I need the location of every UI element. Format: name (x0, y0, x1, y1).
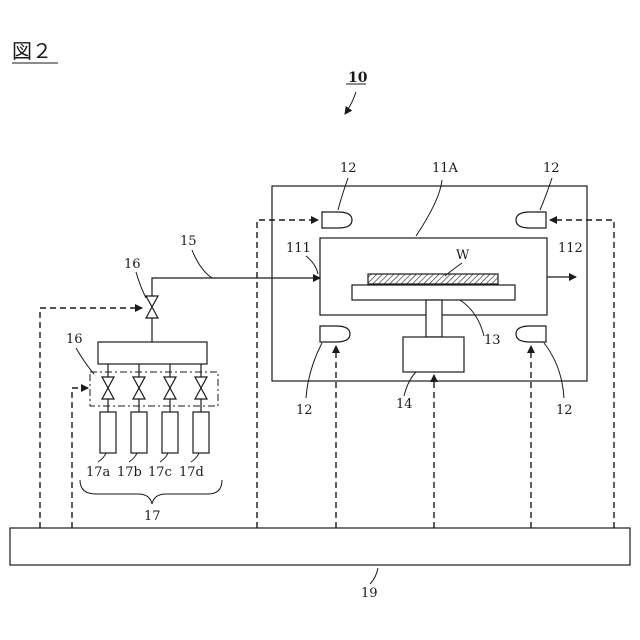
main-valve-leader (136, 272, 146, 298)
controller-label: 19 (361, 586, 378, 601)
stage-shaft (426, 300, 442, 337)
supply-line-c (162, 364, 178, 453)
inlet-label: 111 (286, 241, 311, 256)
valve-a (102, 377, 114, 399)
heater-label-bottom-left: 12 (296, 403, 313, 418)
cylinder-b-leader (129, 453, 137, 462)
heater-label-top-right: 12 (543, 161, 560, 176)
stage (352, 285, 515, 300)
heater-top-right (516, 212, 546, 228)
gas-line-label: 15 (180, 234, 197, 249)
valve-group-leader (76, 348, 94, 374)
gas-supply-label: 17 (144, 509, 161, 524)
cylinder-b-label: 17b (117, 465, 142, 480)
heater-leader-top-left (338, 178, 348, 210)
cylinder-a-label: 17a (86, 465, 111, 480)
main-valve (146, 296, 158, 318)
valve-d (195, 377, 207, 399)
valve-b (133, 377, 145, 399)
valve-group-label: 16 (66, 332, 83, 347)
main-valve-label: 16 (124, 257, 141, 272)
signal-to-valve-group (72, 388, 88, 528)
wafer-label: W (456, 248, 470, 263)
heater-leader-bottom-right (544, 343, 564, 398)
controller-leader (370, 568, 378, 584)
cylinder-d-label: 17d (179, 465, 204, 480)
heater-label-top-left: 12 (340, 161, 357, 176)
figure-title: 図２ (12, 39, 52, 63)
manifold (98, 342, 207, 364)
heater-leader-top-right (540, 178, 552, 210)
gas-cylinder-d (193, 412, 209, 453)
system-pointer-arrow (345, 92, 356, 114)
outlet-label: 112 (558, 241, 583, 256)
cylinder-a-leader (98, 453, 106, 462)
cylinder-d-leader (191, 453, 199, 462)
supply-line-b (131, 364, 147, 453)
heater-bottom-left (320, 326, 350, 342)
signal-to-main-valve (40, 308, 142, 528)
wafer (368, 274, 498, 284)
stage-label: 13 (484, 333, 501, 348)
heater-leader-bottom-left (306, 343, 322, 398)
signal-to-heater-top-left (257, 220, 318, 528)
gas-cylinder-c (162, 412, 178, 453)
drive-unit (403, 337, 464, 372)
cylinder-c-leader (160, 453, 168, 462)
gas-line (152, 278, 320, 296)
heater-label-bottom-right: 12 (556, 403, 573, 418)
gas-cylinder-b (131, 412, 147, 453)
drive-label: 14 (396, 397, 413, 412)
gas-supply-brace (80, 480, 222, 504)
valve-c (164, 377, 176, 399)
cylinder-c-label: 17c (148, 465, 172, 480)
inlet-leader (306, 256, 318, 274)
supply-line-d (193, 364, 209, 453)
controller (10, 528, 630, 565)
gas-line-leader (192, 250, 212, 278)
chamber-leader (416, 180, 442, 236)
heater-bottom-right (516, 326, 546, 342)
drive-leader (404, 372, 416, 396)
gas-cylinder-a (100, 412, 116, 453)
heater-top-left (322, 212, 352, 228)
chamber-label: 11A (432, 161, 459, 176)
supply-line-a (100, 364, 116, 453)
